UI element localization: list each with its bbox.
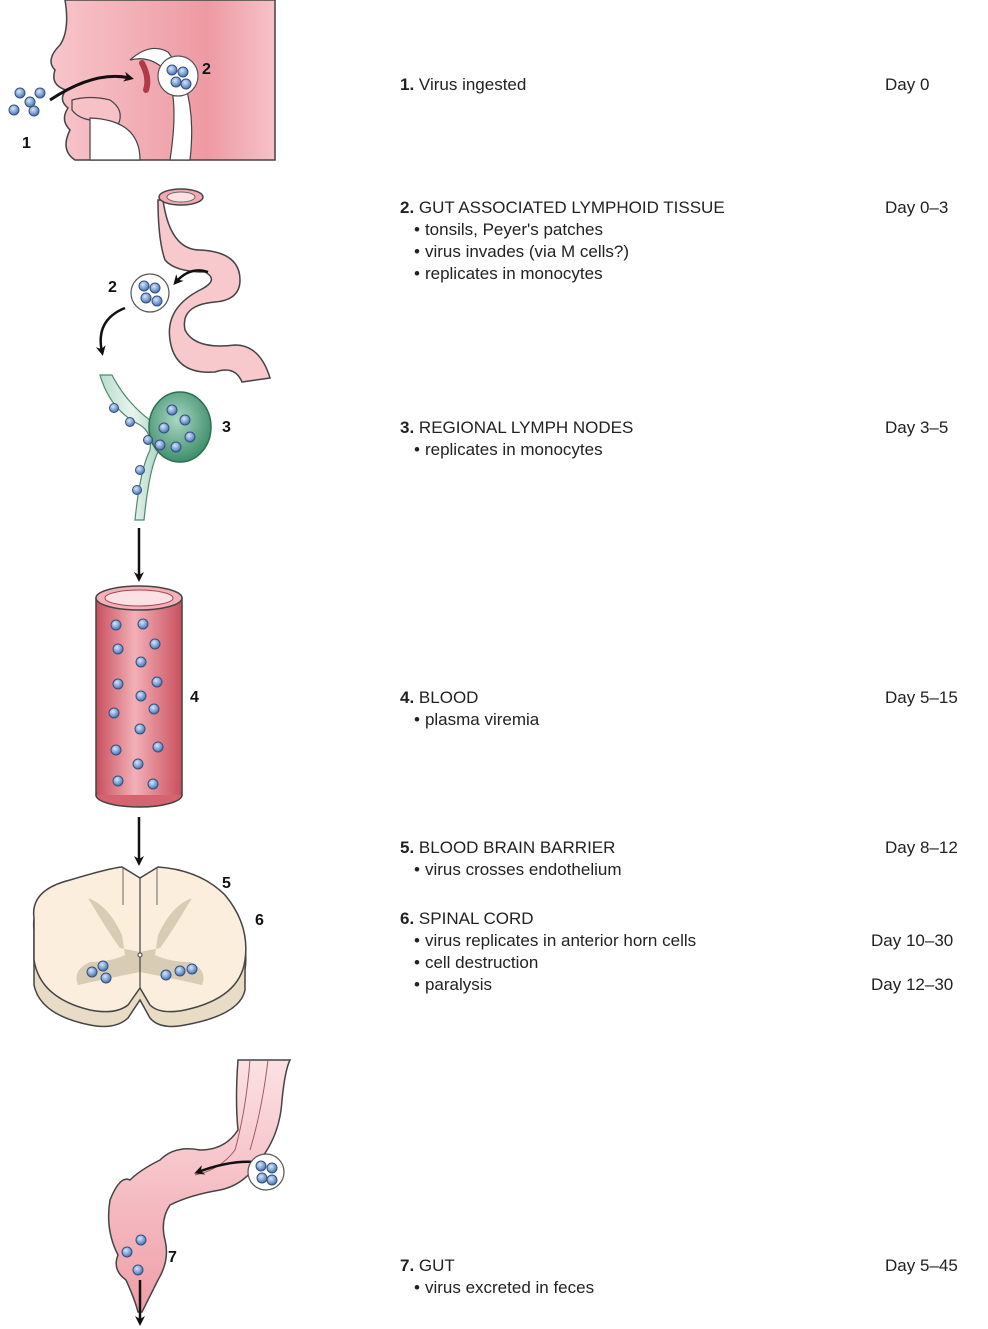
step-2-heading: 2. GUT ASSOCIATED LYMPHOID TISSUE Day 0–… — [400, 197, 980, 219]
step-4-day: Day 5–15 — [885, 687, 958, 709]
colon-illustration — [109, 1060, 290, 1322]
step-6-bullet-2: cell destruction — [400, 952, 980, 974]
diagram-label-2a: 2 — [202, 61, 211, 78]
step-1-heading: 1. Virus ingested Day 0 — [400, 74, 980, 96]
step-2-number: 2. — [400, 198, 414, 217]
step-5-day: Day 8–12 — [885, 837, 958, 859]
virus-cluster-peyers-patch — [131, 274, 169, 312]
step-1-day: Day 0 — [885, 74, 929, 96]
step-2: 2. GUT ASSOCIATED LYMPHOID TISSUE Day 0–… — [400, 197, 980, 285]
virus-particles-ingested — [9, 88, 45, 116]
step-6-bullet-1-day: Day 10–30 — [871, 930, 953, 952]
diagram-label-3: 3 — [222, 419, 231, 436]
diagram-label-1: 1 — [22, 135, 31, 152]
diagram-label-5: 5 — [222, 875, 231, 892]
diagram-label-4: 4 — [190, 689, 199, 706]
step-3-number: 3. — [400, 418, 414, 437]
step-6-number: 6. — [400, 909, 414, 928]
step-4-title: BLOOD — [419, 688, 479, 707]
step-2-title: GUT ASSOCIATED LYMPHOID TISSUE — [419, 198, 725, 217]
diagram-label-7: 7 — [168, 1249, 177, 1266]
step-5-bullet-1: virus crosses endothelium — [400, 859, 980, 881]
step-4-bullet-1: plasma viremia — [400, 709, 980, 731]
step-1-title: Virus ingested — [419, 75, 526, 94]
step-5-heading: 5. BLOOD BRAIN BARRIER Day 8–12 — [400, 837, 980, 859]
step-5: 5. BLOOD BRAIN BARRIER Day 8–12 virus cr… — [400, 837, 980, 881]
diagram-label-6: 6 — [255, 912, 264, 929]
step-7-title: GUT — [419, 1256, 455, 1275]
step-5-title: BLOOD BRAIN BARRIER — [419, 838, 616, 857]
step-3-day: Day 3–5 — [885, 417, 948, 439]
step-4: 4. BLOOD Day 5–15 plasma viremia — [400, 687, 980, 731]
step-7-day: Day 5–45 — [885, 1255, 958, 1277]
diagram-label-2b: 2 — [108, 279, 117, 296]
step-6-bullet-1: virus replicates in anterior horn cellsD… — [400, 930, 980, 952]
step-3-bullet-1: replicates in monocytes — [400, 439, 980, 461]
step-6: 6. SPINAL CORD virus replicates in anter… — [400, 908, 980, 996]
step-7-number: 7. — [400, 1256, 414, 1275]
step-7-heading: 7. GUT Day 5–45 — [400, 1255, 980, 1277]
small-intestine-illustration — [101, 189, 270, 382]
step-3-heading: 3. REGIONAL LYMPH NODES Day 3–5 — [400, 417, 980, 439]
step-1: 1. Virus ingested Day 0 — [400, 74, 980, 96]
step-2-bullet-2: virus invades (via M cells?) — [400, 241, 980, 263]
step-1-number: 1. — [400, 75, 414, 94]
step-2-bullet-3: replicates in monocytes — [400, 263, 980, 285]
step-3: 3. REGIONAL LYMPH NODES Day 3–5 replicat… — [400, 417, 980, 461]
virus-cluster-tonsil — [158, 56, 198, 96]
spinal-cord-illustration — [34, 867, 246, 1026]
step-6-bullet-3-day: Day 12–30 — [871, 974, 953, 996]
step-4-heading: 4. BLOOD Day 5–15 — [400, 687, 980, 709]
step-3-title: REGIONAL LYMPH NODES — [419, 418, 633, 437]
step-2-bullet-1: tonsils, Peyer's patches — [400, 219, 980, 241]
lymph-node-illustration — [100, 375, 211, 578]
step-6-title: SPINAL CORD — [419, 909, 534, 928]
step-6-heading: 6. SPINAL CORD — [400, 908, 980, 930]
step-5-number: 5. — [400, 838, 414, 857]
step-7: 7. GUT Day 5–45 virus excreted in feces — [400, 1255, 980, 1299]
step-4-number: 4. — [400, 688, 414, 707]
step-2-day: Day 0–3 — [885, 197, 948, 219]
blood-vessel-illustration — [96, 586, 182, 862]
step-7-bullet-1: virus excreted in feces — [400, 1277, 980, 1299]
